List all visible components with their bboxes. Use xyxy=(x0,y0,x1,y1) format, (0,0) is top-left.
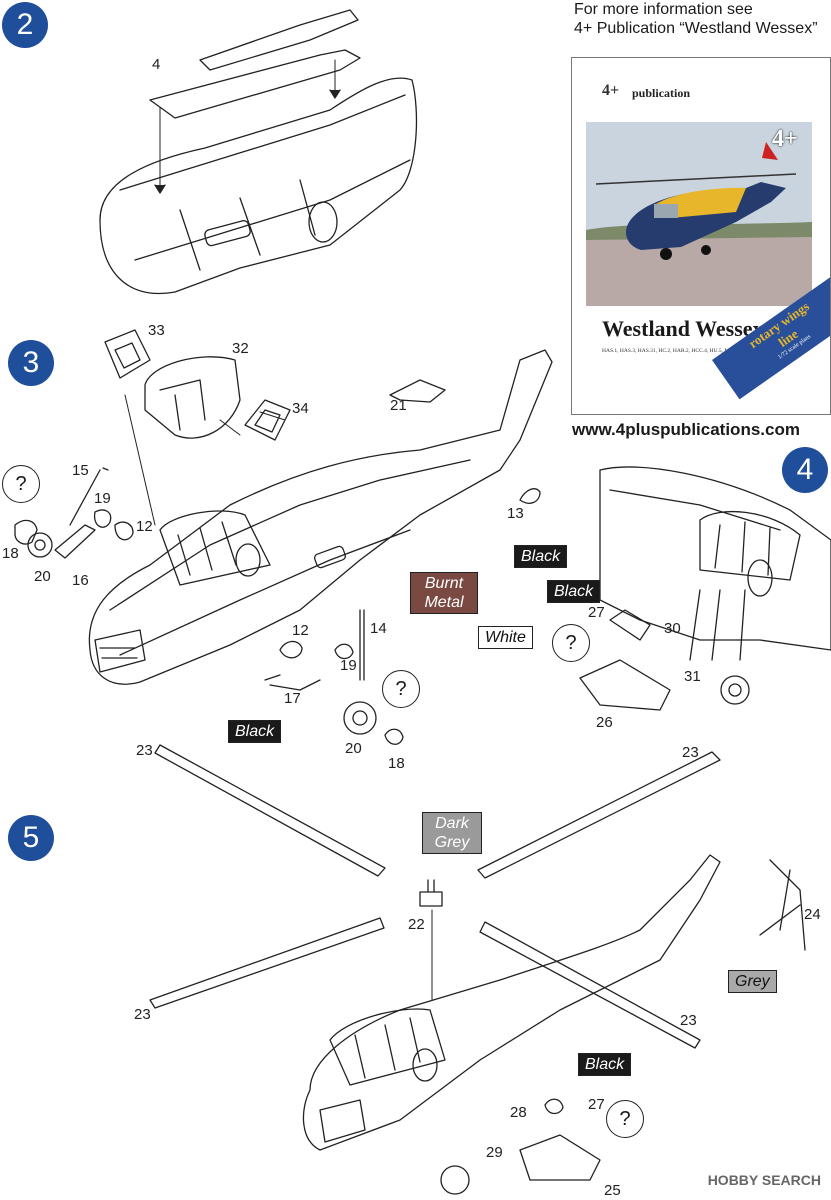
step2-fuselage-nose xyxy=(99,9,418,294)
part-18b: 18 xyxy=(388,755,405,772)
step-badge-4: 4 xyxy=(782,447,828,493)
part-18a: 18 xyxy=(2,545,19,562)
step5-assembly xyxy=(149,744,806,1195)
cover-photo xyxy=(586,122,812,306)
burnt-line-2: Metal xyxy=(424,594,464,611)
book-logo-large: 4+ xyxy=(772,126,798,152)
info-line-2: 4+ Publication “Westland Wessex” xyxy=(574,20,818,37)
darkgrey-line-1: Dark xyxy=(435,815,469,832)
info-text: For more information see 4+ Publication … xyxy=(574,0,818,38)
part-27a: 27 xyxy=(588,604,605,621)
color-tag-dark-grey: Dark Grey xyxy=(422,812,482,854)
part-34: 34 xyxy=(292,400,309,417)
part-29: 29 xyxy=(486,1144,503,1161)
color-tag-black-28: Black xyxy=(578,1053,632,1076)
part-4: 4 xyxy=(152,56,161,73)
website-link[interactable]: www.4pluspublications.com xyxy=(572,420,800,439)
part-23c: 23 xyxy=(134,1006,151,1023)
part-23b: 23 xyxy=(682,744,699,761)
part-26: 26 xyxy=(596,714,613,731)
part-31: 31 xyxy=(684,668,701,685)
step3-fuselage xyxy=(14,329,553,745)
burnt-line-1: Burnt xyxy=(424,575,464,592)
book-subtitle: HAS.1, HAS.3, HAS.31, HC.2, HAR.2, HCC.4… xyxy=(602,348,747,354)
color-tag-grey: Grey xyxy=(728,970,777,993)
part-12b: 12 xyxy=(292,622,309,639)
part-22: 22 xyxy=(408,916,425,933)
optional-callout-4: ? xyxy=(606,1100,644,1138)
part-24: 24 xyxy=(804,906,821,923)
color-tag-black-27: Black xyxy=(547,580,601,603)
part-25: 25 xyxy=(604,1182,621,1199)
optional-callout-3: ? xyxy=(552,624,590,662)
optional-callout-1: ? xyxy=(2,465,40,503)
part-27b: 27 xyxy=(588,1096,605,1113)
part-19a: 19 xyxy=(94,490,111,507)
part-16: 16 xyxy=(72,572,89,589)
watermark-credit: HOBBY SEARCH xyxy=(707,1172,821,1188)
part-23d: 23 xyxy=(680,1012,697,1029)
publisher-logo: 4+ xyxy=(602,82,620,99)
color-tag-black-13: Black xyxy=(514,545,568,568)
step4-detail xyxy=(579,466,831,711)
part-20a: 20 xyxy=(34,568,51,585)
color-tag-white: White xyxy=(478,626,533,649)
part-23a: 23 xyxy=(136,742,153,759)
part-12a: 12 xyxy=(136,518,153,535)
part-28: 28 xyxy=(510,1104,527,1121)
info-line-1: For more information see xyxy=(574,1,753,18)
part-15: 15 xyxy=(72,462,89,479)
part-21: 21 xyxy=(390,397,407,414)
color-tag-black-20: Black xyxy=(228,720,282,743)
step-badge-3: 3 xyxy=(8,340,54,386)
part-19b: 19 xyxy=(340,657,357,674)
optional-callout-2: ? xyxy=(382,670,420,708)
step-badge-5: 5 xyxy=(8,815,54,861)
book-cover: 4+ publication 4+ Westland Wessex HAS.1,… xyxy=(571,57,831,415)
darkgrey-line-2: Grey xyxy=(434,834,470,851)
part-33: 33 xyxy=(148,322,165,339)
publisher-label: publication xyxy=(632,86,691,100)
part-32: 32 xyxy=(232,340,249,357)
part-17: 17 xyxy=(284,690,301,707)
step-badge-2: 2 xyxy=(2,2,48,48)
part-30: 30 xyxy=(664,620,681,637)
part-13: 13 xyxy=(507,505,524,522)
part-14: 14 xyxy=(370,620,387,637)
book-title: Westland Wessex xyxy=(602,316,764,341)
color-tag-burnt-metal: Burnt Metal xyxy=(410,572,478,614)
part-20b: 20 xyxy=(345,740,362,757)
